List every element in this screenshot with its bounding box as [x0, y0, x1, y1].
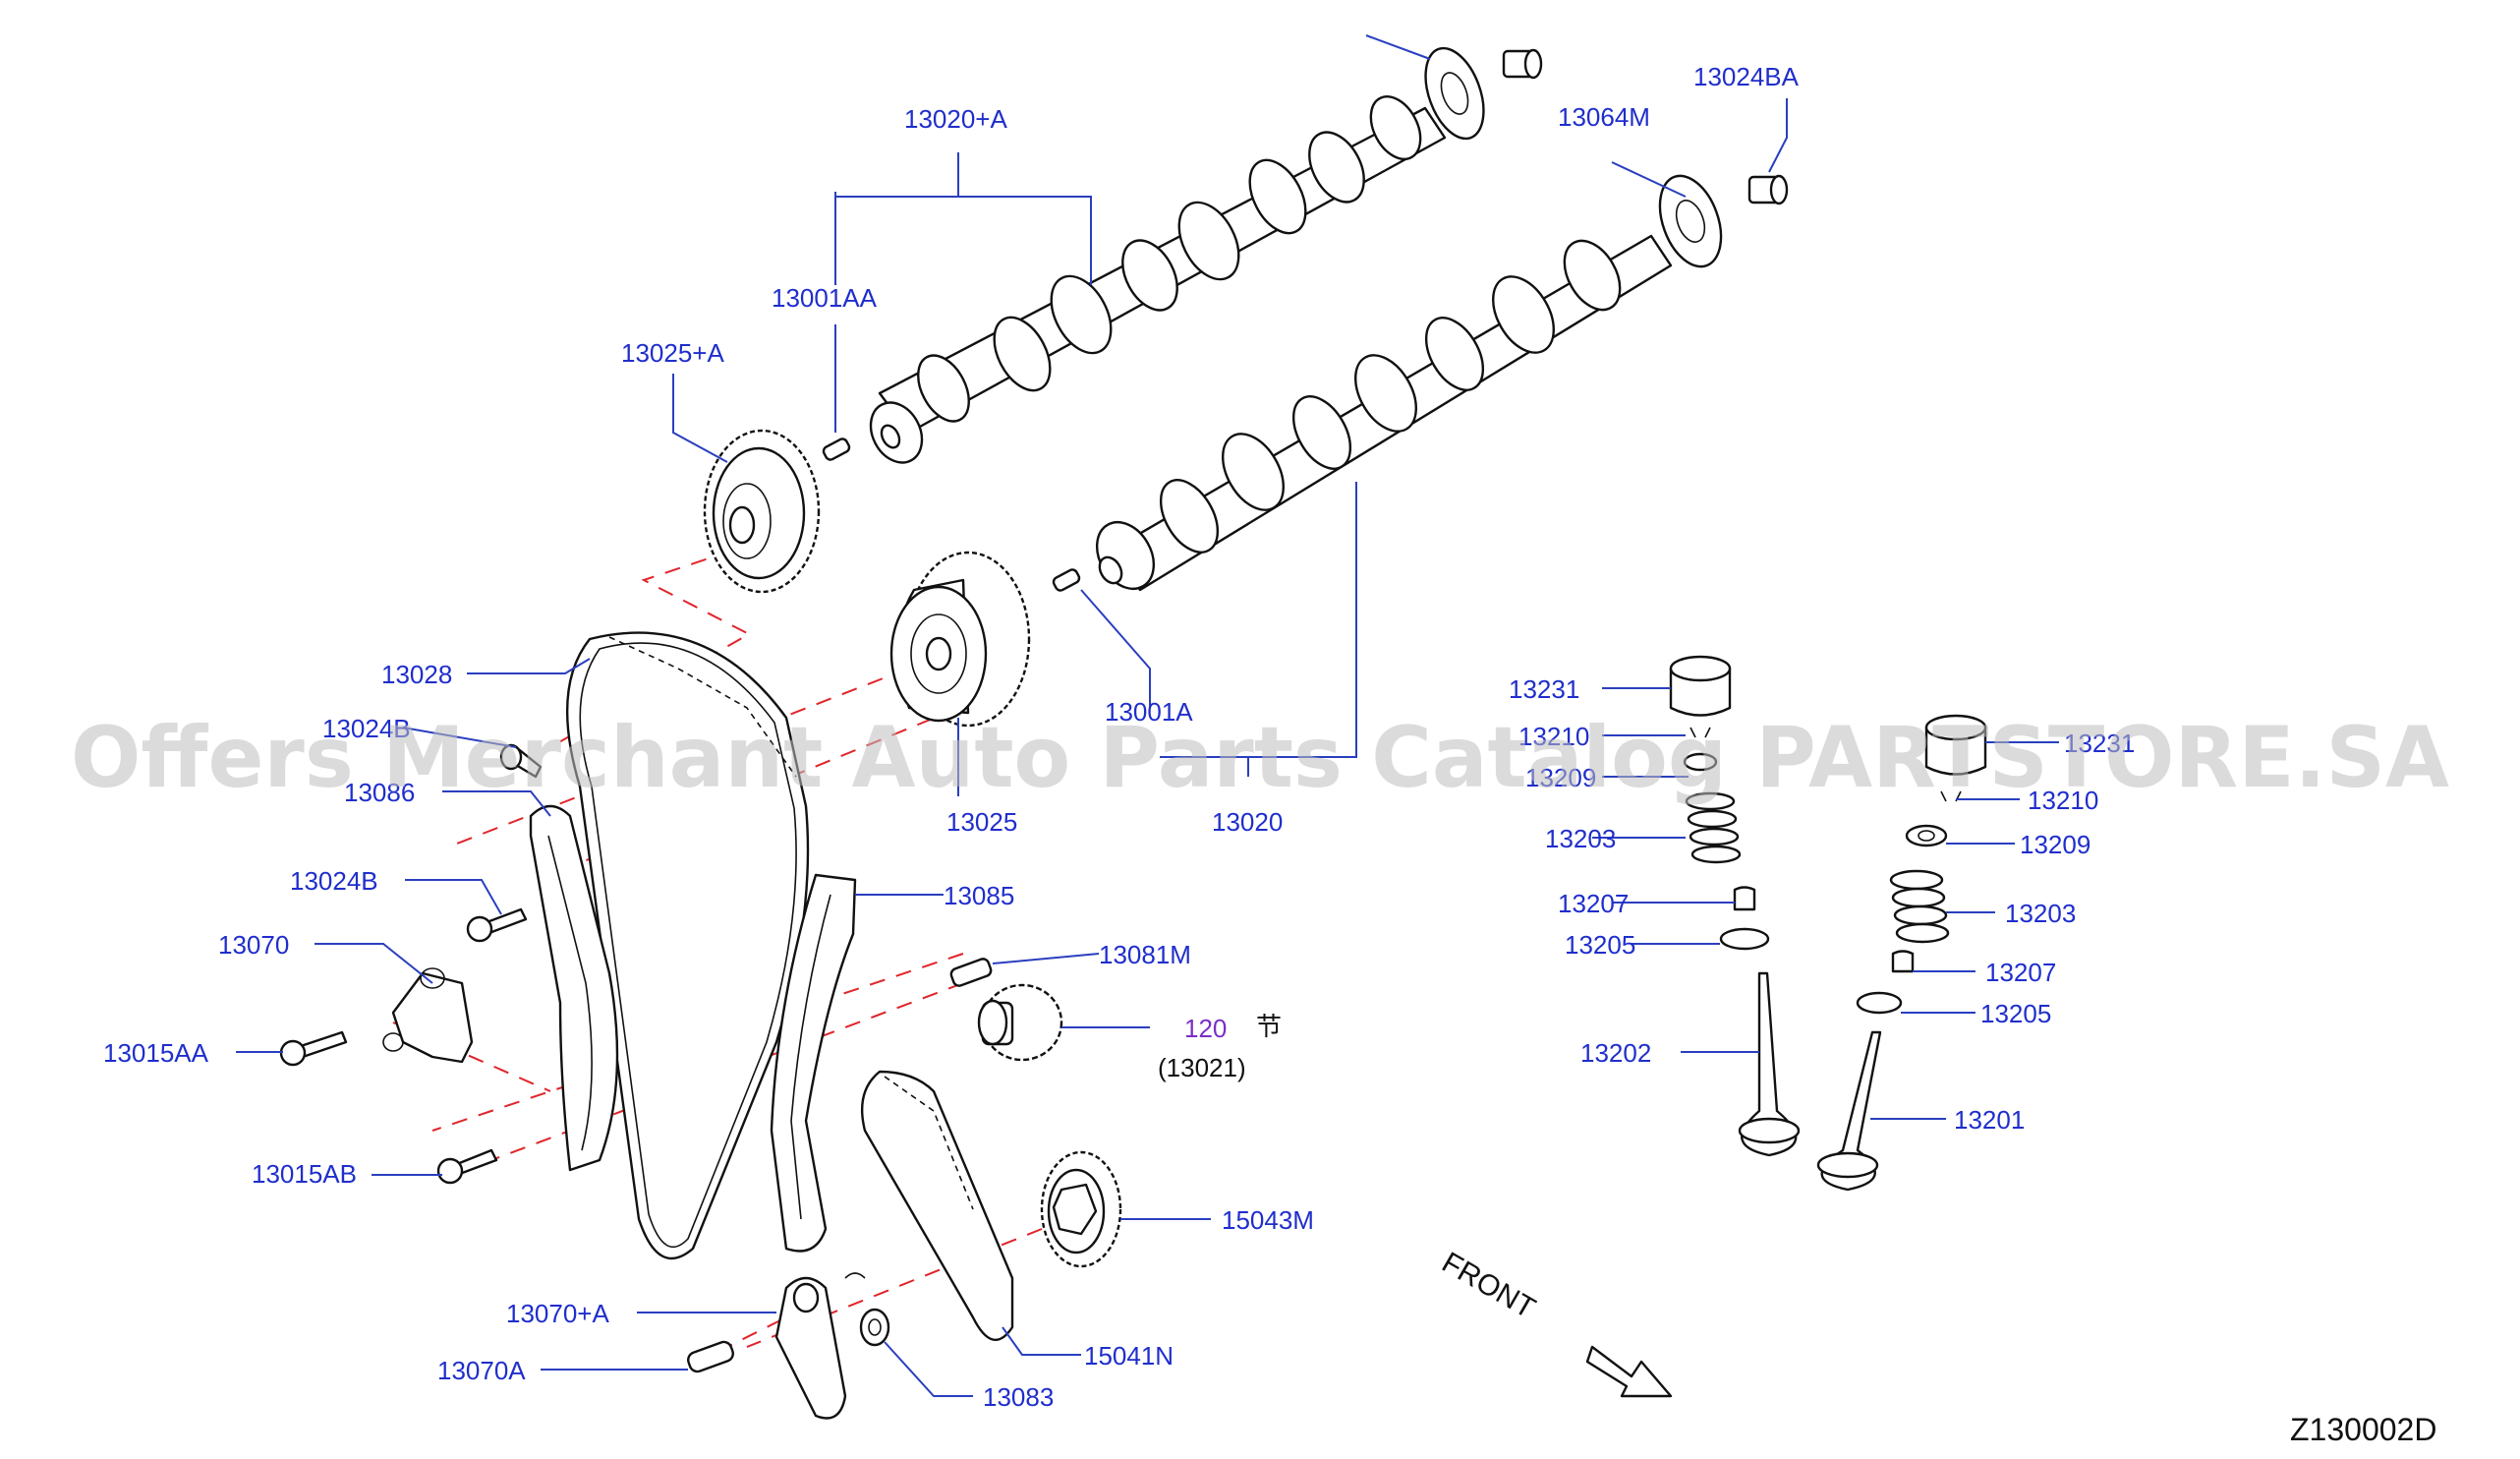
- label-tensioner-arm[interactable]: 13070+A: [506, 1299, 609, 1328]
- label-bolt-13015AA[interactable]: 13015AA: [103, 1038, 209, 1068]
- label-spring-retainer-right[interactable]: 13209: [2020, 830, 2090, 859]
- diagram-code: Z130002D: [2290, 1412, 2436, 1447]
- ref-symbol: 节: [1256, 1012, 1282, 1041]
- pin-13070A[interactable]: [686, 1340, 735, 1374]
- label-sensor-plate[interactable]: 13064M: [1558, 102, 1650, 132]
- intake-camshaft[interactable]: [861, 88, 1447, 472]
- label-bolt-13015AB[interactable]: 13015AB: [252, 1159, 357, 1189]
- dowel-pin-intake[interactable]: [822, 438, 851, 462]
- label-spring-seat-right[interactable]: 13205: [1980, 999, 2051, 1028]
- front-indicator: FRONT: [1437, 1246, 1673, 1398]
- spacer-13083[interactable]: [859, 1308, 890, 1347]
- part-labels: 13020+A 13001AA 13025+A 13064M 13024BA 1…: [103, 62, 2135, 1412]
- label-exhaust-sprocket[interactable]: 13025: [946, 807, 1017, 837]
- exhaust-vvt-sprocket[interactable]: [889, 551, 1031, 728]
- label-valve-seal-right[interactable]: 13207: [1985, 958, 2056, 987]
- label-valve-lifter-right[interactable]: 13231: [2064, 729, 2135, 758]
- label-timing-chain[interactable]: 13028: [381, 660, 452, 689]
- oil-pump-sprocket[interactable]: [1040, 1150, 1122, 1268]
- chain-slack-guide[interactable]: [529, 804, 619, 1172]
- label-bolt-13024B-upper[interactable]: 13024B: [322, 714, 411, 743]
- label-tension-guide[interactable]: 13085: [944, 881, 1014, 910]
- label-spring-seat-left[interactable]: 13205: [1565, 930, 1635, 960]
- oil-pump-tensioner-arm[interactable]: [774, 1272, 866, 1420]
- intake-cam-plug[interactable]: [1502, 48, 1543, 80]
- label-dowel-pin-intake[interactable]: 13001AA: [772, 283, 878, 313]
- label-valve-lifter-left[interactable]: 13231: [1509, 674, 1579, 704]
- label-spacer-13083[interactable]: 13083: [983, 1382, 1054, 1412]
- bolt-13024B-lower[interactable]: [466, 907, 528, 943]
- crankshaft-sprocket[interactable]: [977, 983, 1063, 1062]
- oil-pump-chain[interactable]: [861, 1070, 1014, 1342]
- label-spring-retainer-left[interactable]: 13209: [1525, 763, 1596, 792]
- label-camshaft-intake-assy[interactable]: 13020+A: [904, 104, 1007, 134]
- label-intake-valve[interactable]: 13201: [1954, 1105, 2025, 1135]
- label-exhaust-valve[interactable]: 13202: [1580, 1038, 1651, 1068]
- label-valve-spring-left[interactable]: 13203: [1545, 824, 1616, 853]
- front-label: FRONT: [1437, 1246, 1541, 1324]
- chain-tension-guide[interactable]: [770, 873, 857, 1253]
- label-valve-spring-right[interactable]: 13203: [2005, 899, 2076, 928]
- label-slack-guide[interactable]: 13086: [344, 778, 415, 807]
- label-pin-13070A[interactable]: 13070A: [437, 1356, 526, 1385]
- bolt-13024B-upper[interactable]: [499, 743, 543, 779]
- bolt-13015AA[interactable]: [279, 1030, 348, 1067]
- label-crank-sprocket: (13021): [1158, 1053, 1246, 1082]
- label-oil-pump-chain[interactable]: 15041N: [1084, 1341, 1174, 1371]
- bolt-13015AB[interactable]: [436, 1148, 498, 1185]
- label-chain-tensioner[interactable]: 13070: [218, 930, 289, 960]
- leader-lines: [236, 34, 2059, 1397]
- label-pin-13081M[interactable]: 13081M: [1099, 940, 1191, 969]
- valve-assembly-exhaust[interactable]: [1669, 655, 1801, 1157]
- exhaust-cam-sensor-plate[interactable]: [1648, 167, 1732, 274]
- label-dowel-pin-exhaust[interactable]: 13001A: [1105, 697, 1193, 727]
- label-intake-sprocket-assy[interactable]: 13025+A: [621, 338, 724, 368]
- label-valve-seal-left[interactable]: 13207: [1558, 889, 1629, 918]
- chain-tensioner[interactable]: [382, 967, 474, 1064]
- exhaust-camshaft[interactable]: [1085, 231, 1673, 599]
- exhaust-cam-plug[interactable]: [1747, 174, 1789, 205]
- intake-cam-sensor-plate[interactable]: [1414, 40, 1495, 146]
- label-oil-pump-sprocket[interactable]: 15043M: [1222, 1205, 1314, 1235]
- label-valve-collet-right[interactable]: 13210: [2028, 786, 2098, 815]
- intake-cam-sprocket[interactable]: [703, 429, 821, 594]
- label-valve-collet-left[interactable]: 13210: [1518, 722, 1589, 751]
- label-crank-sprocket-ref[interactable]: 120: [1184, 1014, 1227, 1043]
- label-exhaust-plug[interactable]: 13024BA: [1693, 62, 1800, 91]
- watermark: Offers Merchant Auto Parts Catalog PARTS…: [71, 709, 2449, 807]
- dowel-pin-exhaust[interactable]: [1052, 568, 1081, 593]
- label-camshaft-exhaust[interactable]: 13020: [1212, 807, 1283, 837]
- valve-assembly-intake[interactable]: [1816, 714, 1987, 1192]
- pin-13081M[interactable]: [949, 958, 993, 988]
- label-bolt-13024B-lower[interactable]: 13024B: [290, 866, 378, 896]
